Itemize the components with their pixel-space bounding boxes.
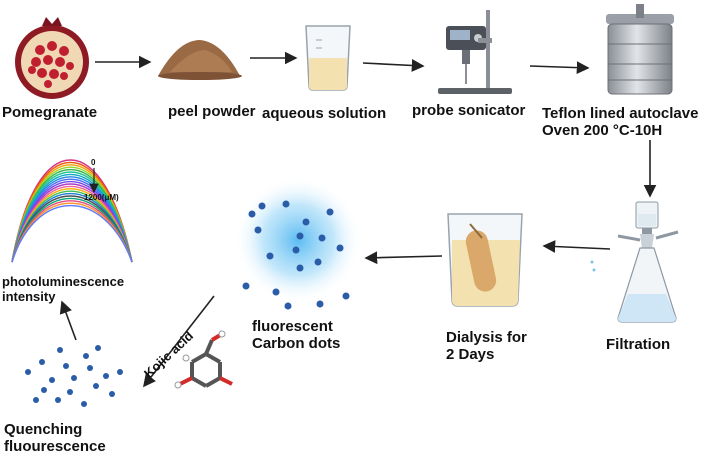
arrow-7 xyxy=(364,251,443,265)
dot xyxy=(87,365,93,371)
label-aqueous-solution: aqueous solution xyxy=(262,105,387,122)
kojic-acid-molecule-icon xyxy=(174,330,233,389)
label-dialysis-line1: Dialysis for xyxy=(446,329,527,346)
label-pomegranate: Pomegranate xyxy=(2,104,98,121)
label-pl-line2: intensity xyxy=(2,289,56,304)
carbon-dots-glow xyxy=(234,176,362,304)
autoclave-icon xyxy=(606,4,674,95)
probe-sonicator-icon xyxy=(438,10,512,94)
dot xyxy=(49,377,55,383)
arrow-6 xyxy=(542,240,611,253)
dot xyxy=(67,389,73,395)
dot xyxy=(103,373,109,379)
dialysis-beaker-icon xyxy=(447,213,523,307)
filtration-flask-icon xyxy=(590,201,679,323)
dot xyxy=(57,347,63,353)
dot xyxy=(71,375,77,381)
label-autoclave-line2: Oven 200 °C-10H xyxy=(542,122,663,139)
quenched-dots-cluster xyxy=(25,345,123,407)
powder-pile-icon xyxy=(158,40,242,80)
dot xyxy=(326,208,334,216)
label-autoclave-line1: Teflon lined autoclave xyxy=(542,105,699,122)
arrow-4 xyxy=(529,61,590,75)
label-quenching-line1: Quenching xyxy=(4,421,83,438)
pl-spectrum-curves xyxy=(11,159,133,263)
label-conc-top: 0 xyxy=(91,158,96,167)
dot xyxy=(248,210,256,218)
dot xyxy=(39,359,45,365)
dot xyxy=(55,397,61,403)
arrow-pl xyxy=(59,300,77,341)
label-filtration: Filtration xyxy=(606,336,671,353)
dot xyxy=(95,345,101,351)
pomegranate-icon xyxy=(15,17,89,99)
dot xyxy=(272,288,280,296)
label-carbon-dots-line2: Carbon dots xyxy=(252,335,341,352)
arrow-kojic xyxy=(143,295,215,388)
dot xyxy=(342,292,350,300)
dot xyxy=(318,234,326,242)
dot xyxy=(93,383,99,389)
dot xyxy=(282,200,290,208)
dot xyxy=(242,282,250,290)
dot xyxy=(316,300,324,308)
beaker-icon xyxy=(305,25,351,91)
pl-curve xyxy=(11,204,133,263)
dot xyxy=(83,353,89,359)
dot xyxy=(296,264,304,272)
dot xyxy=(33,397,39,403)
dot xyxy=(336,244,344,252)
dot xyxy=(81,401,87,407)
dot xyxy=(302,218,310,226)
label-peel-powder: peel powder xyxy=(168,103,256,120)
dot xyxy=(41,387,47,393)
dot xyxy=(258,202,266,210)
dot xyxy=(254,226,262,234)
label-conc-bottom: 1200(μM) xyxy=(84,193,119,202)
dot xyxy=(284,302,292,310)
dot xyxy=(292,246,300,254)
dot xyxy=(117,369,123,375)
dot xyxy=(296,232,304,240)
dot xyxy=(25,369,31,375)
carbon-dots-cluster xyxy=(242,200,350,310)
label-pl-line1: photoluminescence xyxy=(2,274,125,289)
dot xyxy=(266,252,274,260)
dot xyxy=(314,258,322,266)
label-dialysis-line2: 2 Days xyxy=(446,346,495,363)
label-quenching-line2: fluourescence xyxy=(4,438,106,455)
label-probe-sonicator: probe sonicator xyxy=(412,102,526,119)
dot xyxy=(63,363,69,369)
label-carbon-dots-line1: fluorescent xyxy=(252,318,333,335)
dot xyxy=(109,391,115,397)
arrow-3 xyxy=(362,59,425,72)
